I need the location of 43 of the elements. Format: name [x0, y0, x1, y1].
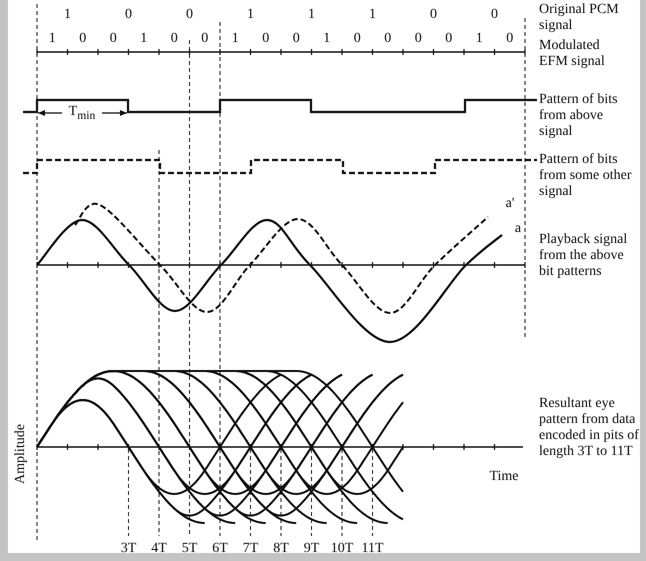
axis-label: Time — [488, 469, 520, 485]
efm-bit-value: 0 — [261, 31, 270, 47]
efm-bit-value: 0 — [444, 31, 454, 47]
signal-label: Playback signal from the above bit patterns — [539, 232, 628, 280]
signal-label: Resultant eye pattern from data encoded in pits of length 3T to 11T — [539, 396, 639, 460]
axis-label: Amplitude — [13, 423, 29, 486]
efm-bit-value: 0 — [292, 31, 301, 47]
pcm-bit-value: 0 — [490, 7, 499, 23]
tick-label: 10T — [330, 541, 354, 553]
efm-bit-value: 1 — [48, 31, 57, 47]
efm-bit-value: 1 — [322, 31, 332, 47]
efm-bit-value: 0 — [78, 31, 88, 47]
efm-bit-value: 0 — [414, 31, 423, 47]
efm-bit-value: 1 — [139, 31, 148, 47]
pcm-bit-value: 1 — [63, 7, 72, 23]
efm-bit-value: 1 — [474, 31, 484, 47]
pcm-bit-value: 0 — [429, 7, 438, 23]
tick-label: 6T — [211, 541, 229, 553]
curve-label: a — [514, 221, 522, 237]
pcm-bit-value: 1 — [368, 7, 377, 23]
efm-bit-value: 0 — [200, 31, 210, 47]
pcm-bit-value: 1 — [307, 7, 316, 23]
curve-label: a' — [504, 196, 516, 212]
pcm-bit-value: 0 — [124, 7, 133, 23]
signal-label: Pattern of bits from some other signal — [539, 152, 633, 200]
pcm-bit-value: 0 — [185, 7, 194, 23]
tick-label: 7T — [242, 541, 260, 553]
signal-label: Original PCM signal — [539, 2, 620, 34]
efm-bit-value: 0 — [383, 31, 392, 47]
pcm-bit-value: 1 — [246, 7, 255, 23]
signal-label: Modulated EFM signal — [539, 38, 606, 70]
tick-label: 4T — [150, 541, 168, 553]
tick-label: 3T — [120, 541, 138, 553]
signal-label: Pattern of bits from above signal — [539, 92, 619, 140]
efm-bit-value: 1 — [230, 31, 240, 47]
efm-bit-value: 0 — [170, 31, 179, 47]
efm-bit-value: 0 — [108, 31, 118, 47]
tick-label: 9T — [302, 541, 320, 553]
efm-bit-value: 0 — [505, 31, 514, 47]
tick-label: 11T — [360, 541, 385, 553]
tick-label: 8T — [272, 541, 290, 553]
efm-bit-value: 0 — [352, 31, 362, 47]
tick-label: 5T — [180, 541, 198, 553]
